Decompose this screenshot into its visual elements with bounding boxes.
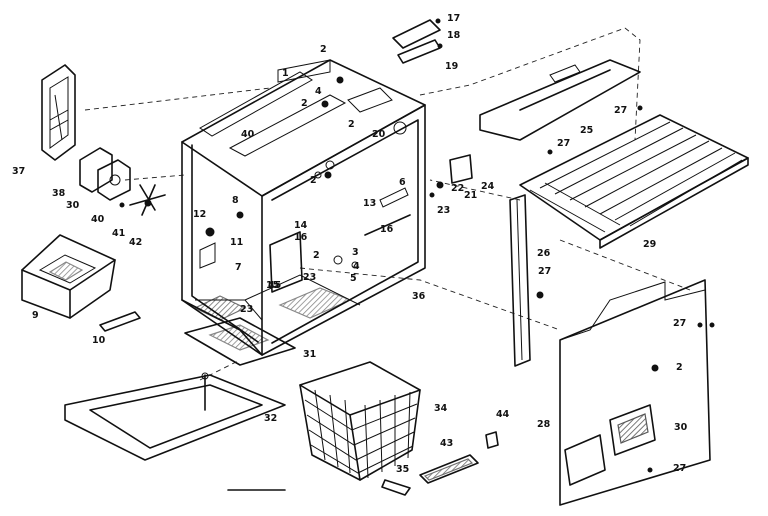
callout-27: 27 bbox=[538, 266, 551, 277]
callout-24: 24 bbox=[481, 181, 495, 192]
callout-25: 25 bbox=[580, 125, 593, 136]
callout-35: 35 bbox=[396, 464, 409, 475]
callout-37: 37 bbox=[12, 166, 25, 177]
callout-1: 1 bbox=[282, 68, 289, 79]
callout-6: 6 bbox=[399, 177, 406, 188]
callout-11: 11 bbox=[230, 237, 243, 248]
callout-15: 15 bbox=[266, 280, 279, 291]
callout-34: 34 bbox=[434, 403, 448, 414]
rail-10 bbox=[99, 311, 141, 332]
callout-5: 5 bbox=[350, 273, 357, 284]
callout-44: 44 bbox=[496, 409, 510, 420]
callout-26: 26 bbox=[537, 248, 551, 259]
callout-2: 2 bbox=[320, 44, 327, 55]
cabinet-body bbox=[181, 59, 426, 356]
callout-7: 7 bbox=[235, 262, 242, 273]
callout-3: 3 bbox=[352, 247, 359, 258]
callout-36: 36 bbox=[412, 291, 426, 302]
callout-28: 28 bbox=[537, 419, 551, 430]
callout-38: 38 bbox=[52, 188, 66, 199]
wire-basket-34 bbox=[299, 361, 421, 496]
callout-31: 31 bbox=[303, 349, 316, 360]
callout-27: 27 bbox=[673, 463, 686, 474]
callout-12: 12 bbox=[193, 209, 206, 220]
assembly-guide-lines bbox=[84, 27, 691, 381]
callout-43: 43 bbox=[440, 438, 453, 449]
callout-42: 42 bbox=[129, 237, 142, 248]
callout-9: 9 bbox=[32, 310, 39, 321]
callout-2: 2 bbox=[348, 119, 355, 130]
callout-16: 16 bbox=[294, 232, 308, 243]
callout-21: 21 bbox=[464, 190, 477, 201]
callout-2: 2 bbox=[313, 250, 320, 261]
callout-10: 10 bbox=[92, 335, 106, 346]
callout-13: 13 bbox=[363, 198, 376, 209]
callout-23: 23 bbox=[303, 272, 316, 283]
callout-30: 30 bbox=[674, 422, 688, 433]
callout-27: 27 bbox=[673, 318, 686, 329]
fasteners bbox=[205, 76, 715, 473]
callout-41: 41 bbox=[112, 228, 125, 239]
callout-17: 17 bbox=[447, 13, 460, 24]
callout-29: 29 bbox=[643, 239, 656, 250]
callout-4: 4 bbox=[315, 86, 322, 97]
control-bracket-17-19 bbox=[392, 18, 443, 64]
drawer-frame-31-32 bbox=[64, 317, 296, 461]
callout-27: 27 bbox=[614, 105, 627, 116]
callout-45: 45 bbox=[268, 280, 281, 291]
crisper-bin-9 bbox=[21, 234, 116, 319]
callout-2: 2 bbox=[676, 362, 683, 373]
fan-assembly bbox=[79, 147, 166, 216]
side-rail-26 bbox=[509, 194, 531, 367]
evaporator-37 bbox=[41, 64, 76, 161]
door-panel-28 bbox=[559, 279, 711, 506]
callout-27: 27 bbox=[557, 138, 570, 149]
callout-22: 22 bbox=[451, 183, 464, 194]
callout-20: 20 bbox=[372, 129, 386, 140]
callout-23: 23 bbox=[437, 205, 450, 216]
callout-labels: 2 2 2 2 2 2 3 4 5 6 7 8 9 10 11 12 13 14… bbox=[12, 13, 688, 475]
cover-panel-25 bbox=[479, 59, 641, 141]
callout-40: 40 bbox=[241, 129, 255, 140]
callout-2: 2 bbox=[301, 98, 308, 109]
wire-shelf-29 bbox=[519, 114, 749, 249]
callout-32: 32 bbox=[264, 413, 277, 424]
callout-23: 23 bbox=[240, 304, 253, 315]
callout-18: 18 bbox=[447, 30, 461, 41]
callout-14: 14 bbox=[294, 220, 308, 231]
callout-2: 2 bbox=[310, 175, 317, 186]
callout-19: 19 bbox=[445, 61, 458, 72]
callout-4: 4 bbox=[353, 261, 360, 272]
callout-8: 8 bbox=[232, 195, 239, 206]
callout-16: 16 bbox=[380, 224, 394, 235]
callout-30: 30 bbox=[66, 200, 80, 211]
slide-rail-43-44 bbox=[419, 431, 499, 484]
callout-40: 40 bbox=[91, 214, 105, 225]
